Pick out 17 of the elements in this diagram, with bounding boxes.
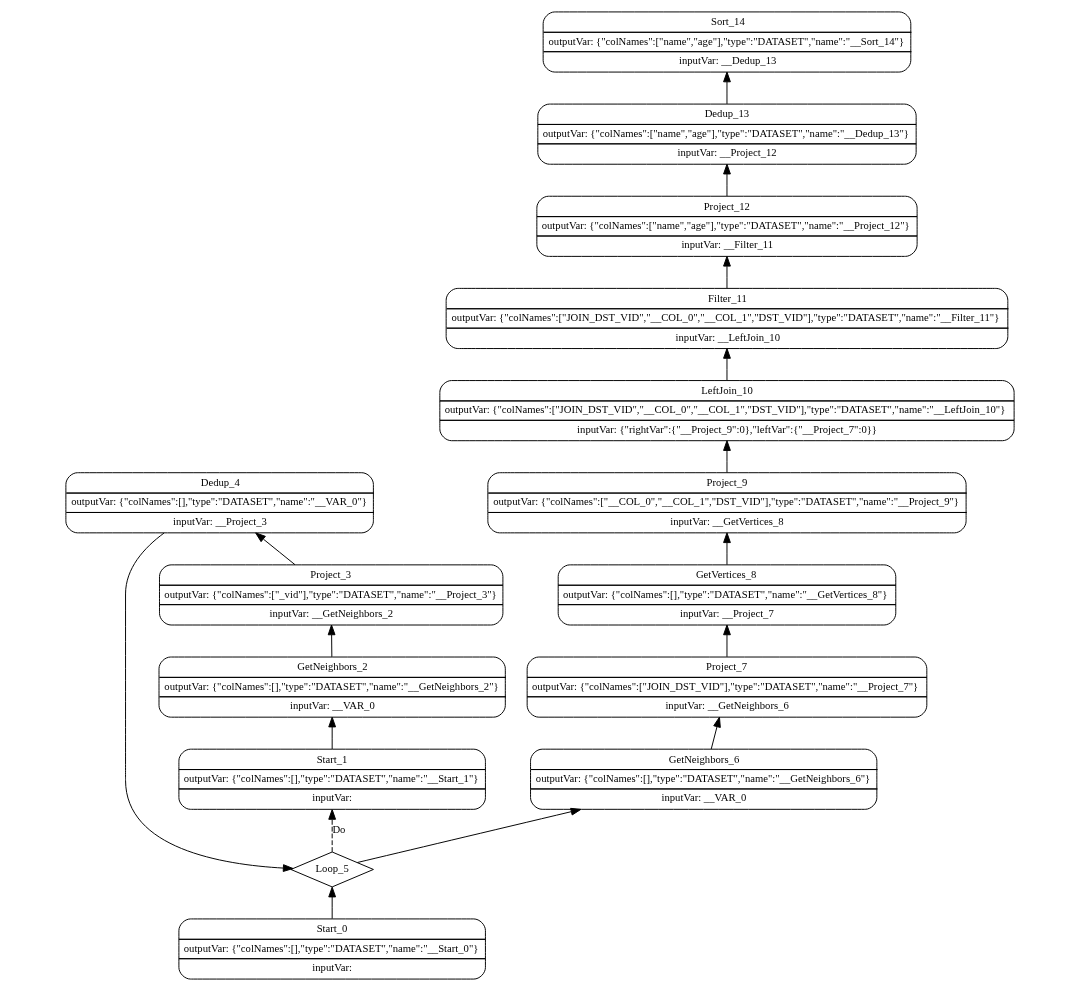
arrow [327, 624, 336, 658]
arrow [328, 886, 337, 920]
arrow [723, 532, 731, 566]
edge-label: Do [332, 823, 346, 836]
arrow [723, 348, 731, 381]
arrow [723, 163, 731, 197]
arrow [125, 532, 294, 872]
arrow [328, 716, 337, 750]
arrow [723, 71, 731, 105]
node-diamond: Loop_5 [290, 851, 374, 888]
arrow [710, 716, 721, 750]
arrow [328, 809, 337, 853]
arrow [723, 255, 731, 289]
arrow [723, 624, 731, 658]
arrow [356, 807, 582, 863]
arrow [723, 440, 731, 473]
arrow [255, 532, 296, 566]
